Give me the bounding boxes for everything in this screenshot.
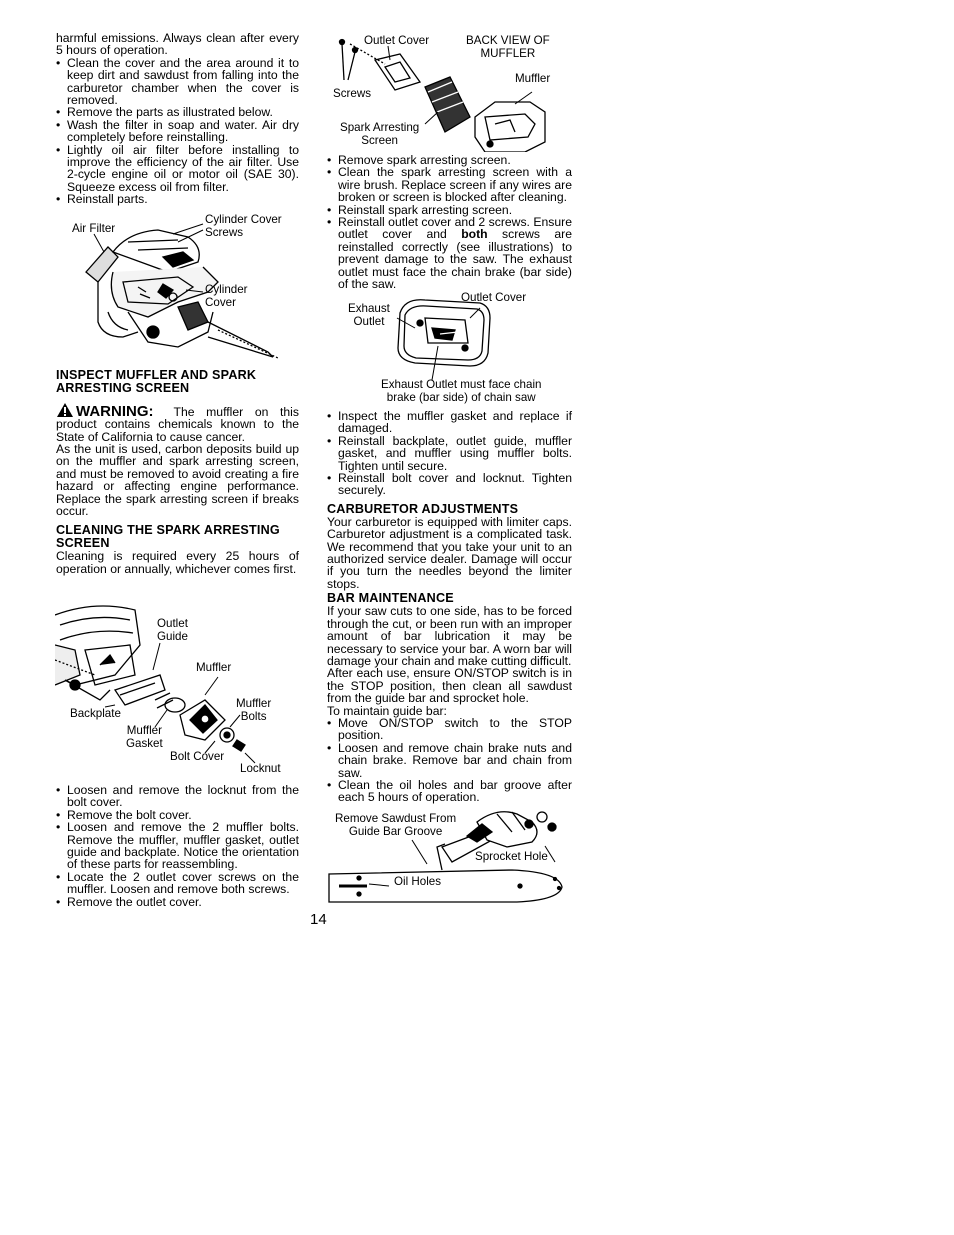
bar-maintenance-heading: BAR MAINTENANCE (327, 591, 454, 606)
cleaning-screen-heading: CLEANING THE SPARK ARRESTING SCREEN (56, 523, 280, 551)
label-exhaust-outlet: Exhaust Outlet (348, 302, 390, 328)
list-item: Reinstall spark arresting screen. (327, 203, 572, 216)
label-spark-screen: Spark Arresting Screen (340, 121, 420, 147)
label-oil-holes: Oil Holes (394, 875, 442, 888)
label-back-view: BACK VIEW OF MUFFLER (466, 34, 550, 60)
air-filter-steps: Clean the cover and the area around it t… (56, 57, 299, 206)
outlet-orientation-figure: Exhaust Outlet Outlet Cover Exhaust Outl… (340, 288, 570, 406)
removal-steps-block: Loosen and remove the locknut from the b… (56, 784, 299, 909)
list-item: Reinstall bolt cover and locknut. Tighte… (327, 472, 572, 497)
outlet-caption: Exhaust Outlet must face chain brake (ba… (381, 378, 542, 404)
label-outlet-cover: Outlet Cover (364, 34, 430, 47)
reinstall-text-b: screws are reinstalled correctly (see il… (338, 227, 572, 292)
page-number: 14 (310, 911, 327, 928)
label-muffler-bolts: Muffler Bolts (236, 697, 272, 723)
bar-steps: Move ON/STOP switch to the STOP position… (327, 717, 572, 804)
carburetor-heading: CARBURETOR ADJUSTMENTS (327, 501, 519, 516)
label-outlet-guide: Outlet Guide (157, 617, 188, 643)
warning-icon (57, 402, 73, 417)
reinstall-text-bold: both (461, 227, 488, 242)
label-outlet-cover: Outlet Cover (461, 291, 527, 304)
screen-steps: Remove spark arresting screen. Clean the… (327, 154, 572, 291)
list-item: Remove the parts as illustrated below. (56, 106, 299, 119)
bar-text-2: After each use, ensure ON/STOP switch is… (327, 666, 572, 706)
label-sprocket-hole: Sprocket Hole (475, 850, 548, 863)
back-view-muffler-illustration (338, 38, 546, 152)
bar-text-1: If your saw cuts to one side, has to be … (327, 604, 572, 668)
list-item: Loosen and remove the locknut from the b… (56, 784, 299, 809)
list-item: Reinstall backplate, outlet guide, muffl… (327, 435, 572, 472)
outlet-cover-illustration (396, 299, 491, 381)
removal-steps: Loosen and remove the locknut from the b… (56, 784, 299, 909)
label-air-filter: Air Filter (72, 222, 116, 235)
label-backplate: Backplate (70, 707, 121, 720)
chainsaw-air-filter-illustration (85, 223, 279, 359)
left-column: harmful emissions. Always clean after ev… (56, 32, 299, 575)
list-item: Remove spark arresting screen. (327, 154, 572, 167)
list-item: Clean the spark arresting screen with a … (327, 166, 572, 203)
label-muffler: Muffler (515, 72, 551, 85)
carbon-deposit-text: As the unit is used, carbon deposits bui… (56, 441, 299, 518)
label-muffler-gasket: Muffler Gasket (126, 724, 163, 750)
warning-text: The muffler on this product contains che… (56, 404, 299, 444)
list-item: Reinstall parts. (56, 193, 299, 206)
label-screws: Screws (333, 87, 372, 100)
reinstall-text-a: Reinstall outlet cover and 2 screws. Ens… (338, 215, 572, 242)
bar-text-3: To maintain guide bar: (327, 703, 447, 718)
list-item: Reinstall outlet cover and 2 screws. Ens… (327, 216, 572, 290)
guide-bar-illustration (328, 811, 563, 903)
list-item: Move ON/STOP switch to the STOP position… (327, 717, 572, 742)
list-item: Locate the 2 outlet cover screws on the … (56, 871, 299, 896)
list-item: Loosen and remove the 2 muffler bolts. R… (56, 821, 299, 871)
cleaning-text: Cleaning is required every 25 hours of o… (56, 549, 299, 576)
intro-text: harmful emissions. Always clean after ev… (56, 31, 299, 58)
muffler-exploded-figure: Outlet Guide Muffler Backplate Muffler B… (55, 605, 305, 780)
carburetor-text: Your carburetor is equipped with limiter… (327, 514, 572, 591)
right-column-lower: Inspect the muffler gasket and replace i… (327, 410, 572, 804)
list-item: Wash the filter in soap and water. Air d… (56, 119, 299, 144)
list-item: Remove the bolt cover. (56, 808, 299, 821)
air-filter-figure: Air Filter Cylinder Cover Screws Cylinde… (68, 212, 303, 362)
label-cylinder-cover: Cylinder Cover (205, 283, 248, 309)
list-item: Inspect the muffler gasket and replace i… (327, 410, 572, 435)
list-item: Lightly oil air filter before installing… (56, 144, 299, 194)
list-item: Loosen and remove chain brake nuts and c… (327, 742, 572, 779)
label-bolt-cover: Bolt Cover (170, 750, 225, 763)
warning-paragraph: WARNING:The muffler on this product cont… (56, 402, 299, 443)
label-locknut: Locknut (240, 762, 281, 775)
list-item: Remove the outlet cover. (56, 895, 299, 908)
list-item: Clean the oil holes and bar groove after… (327, 779, 572, 804)
warning-label: WARNING: (76, 402, 154, 420)
back-view-muffler-figure: Outlet Cover BACK VIEW OF MUFFLER Muffle… (330, 32, 575, 152)
label-remove-sawdust: Remove Sawdust From Guide Bar Groove (335, 812, 457, 838)
guide-bar-figure: Remove Sawdust From Guide Bar Groove Spr… (327, 802, 567, 907)
list-item: Clean the cover and the area around it t… (56, 57, 299, 107)
inspect-muffler-heading: INSPECT MUFFLER AND SPARK ARRESTING SCRE… (56, 367, 257, 395)
label-muffler: Muffler (196, 661, 232, 674)
muffler-exploded-illustration (55, 605, 256, 764)
right-column: Remove spark arresting screen. Clean the… (327, 154, 572, 291)
label-cylinder-cover-screws: Cylinder Cover Screws (205, 213, 282, 239)
gasket-steps: Inspect the muffler gasket and replace i… (327, 410, 572, 497)
